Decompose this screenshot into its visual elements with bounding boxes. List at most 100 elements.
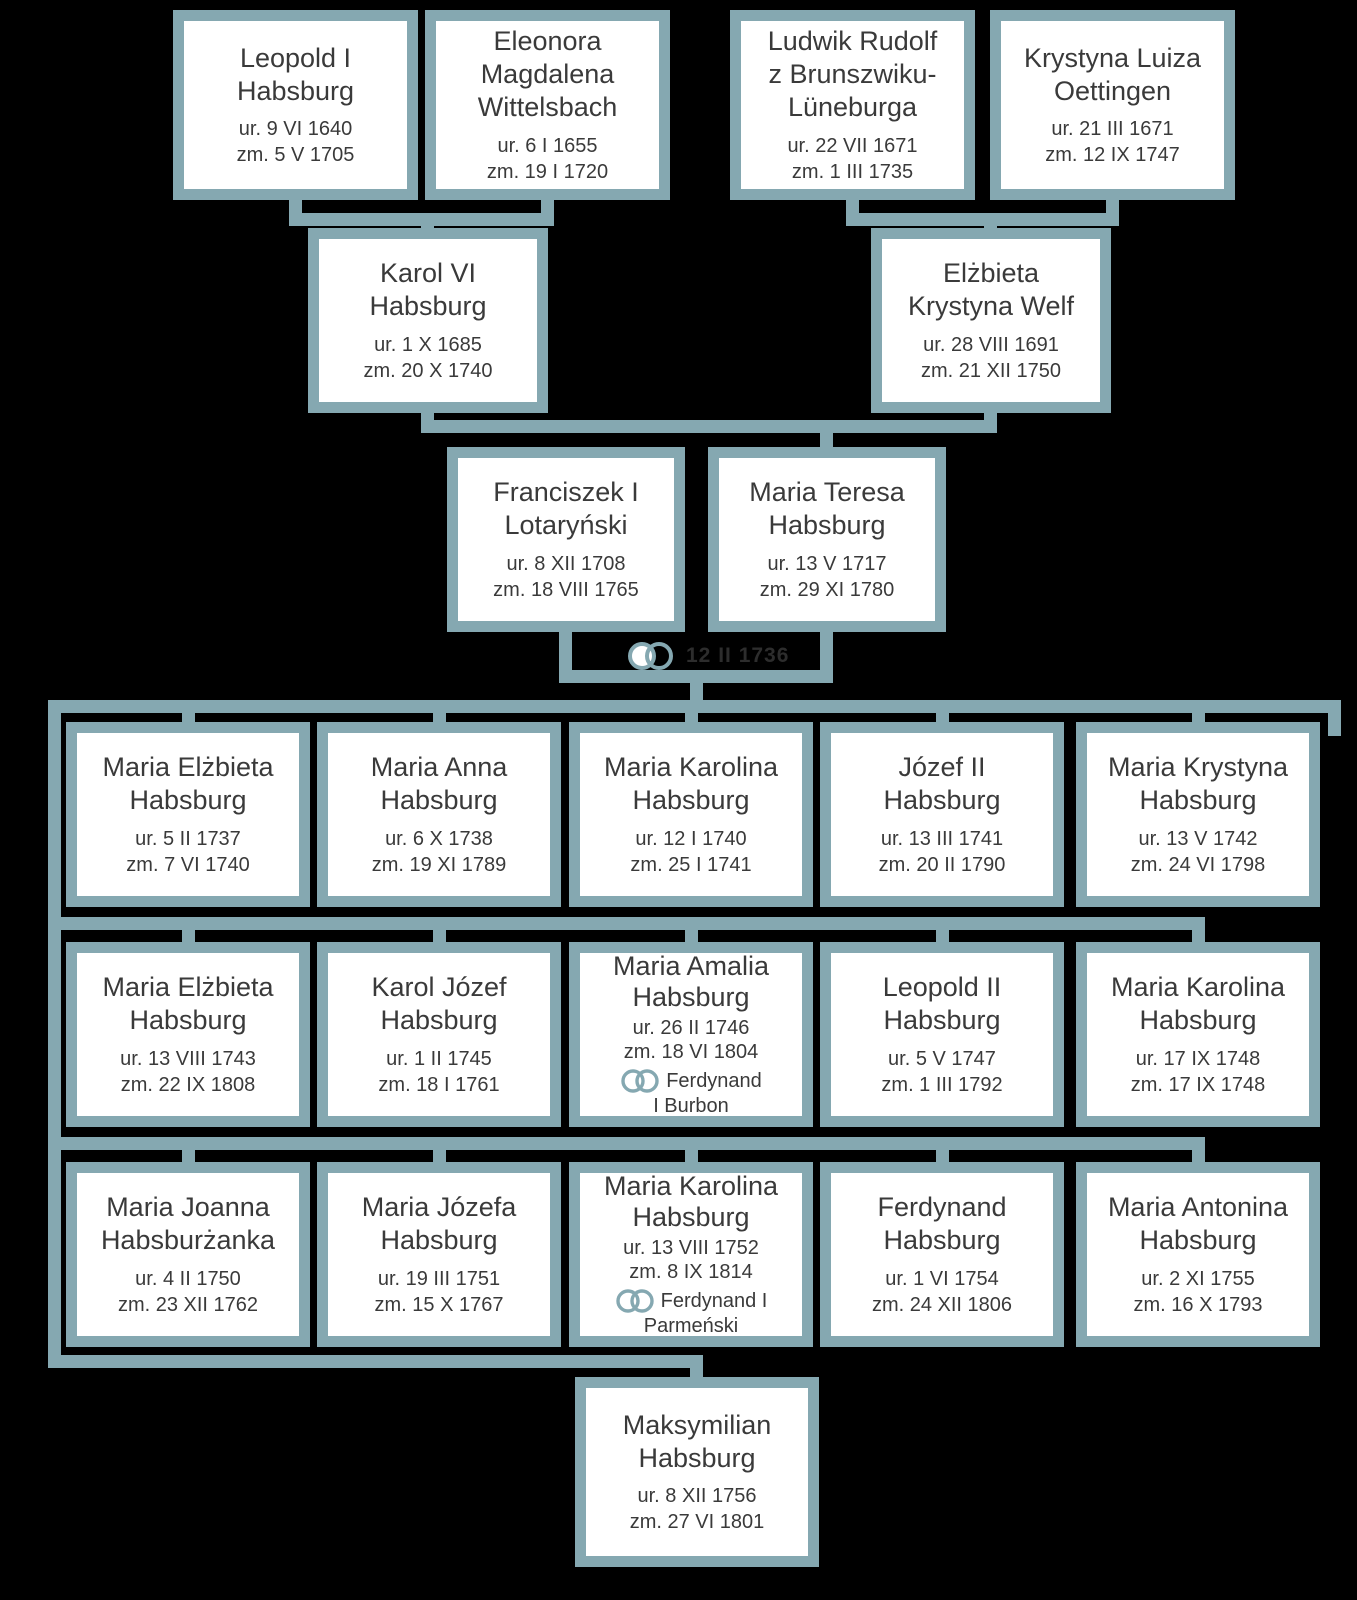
birth-date: ur. 19 III 1751 — [377, 1267, 501, 1290]
birth-date: ur. 28 VIII 1691 — [923, 333, 1059, 356]
death-date: zm. 22 IX 1808 — [120, 1073, 256, 1096]
death-date: zm. 17 IX 1748 — [1130, 1073, 1266, 1096]
birth-date: ur. 8 XII 1708 — [506, 552, 626, 575]
death-date: zm. 24 XII 1806 — [871, 1293, 1013, 1316]
death-date: zm. 1 III 1792 — [881, 1073, 1003, 1096]
death-date: zm. 29 XI 1780 — [759, 578, 895, 601]
birth-date: ur. 4 II 1750 — [135, 1267, 241, 1290]
birth-date: ur. 13 VIII 1743 — [120, 1047, 256, 1070]
marriage-annotation: 12 II 1736 — [626, 640, 789, 672]
spouse-name-line-1: Ferdynand — [620, 1068, 762, 1094]
death-date: zm. 1 III 1735 — [791, 160, 914, 183]
spouse-name: Ferdynand — [666, 1069, 762, 1092]
birth-date: ur. 1 X 1685 — [374, 333, 482, 356]
marriage-date: 12 II 1736 — [686, 644, 790, 667]
connector-line — [846, 213, 1119, 226]
death-date: zm. 15 X 1767 — [374, 1293, 504, 1316]
death-date: zm. 20 II 1790 — [878, 853, 1006, 876]
birth-date: ur. 5 V 1747 — [888, 1047, 996, 1070]
connector-line — [48, 700, 61, 1368]
marriage-rings-icon — [621, 1069, 659, 1093]
spouse-name: Ferdynand I — [660, 1289, 768, 1312]
birth-date: ur. 13 V 1742 — [1138, 827, 1258, 850]
marriage-rings-icon — [615, 1289, 654, 1313]
connector-line — [690, 670, 703, 706]
birth-date: ur. 17 IX 1748 — [1135, 1047, 1261, 1070]
death-date: zm. 12 IX 1747 — [1045, 144, 1180, 167]
person-dates: ur. 5 V 1747 zm. 1 III 1792 — [881, 1046, 1002, 1098]
connector-line — [48, 1137, 1205, 1150]
death-date: zm. 7 VI 1740 — [126, 853, 250, 876]
person-dates: ur. 19 III 1751 zm. 15 X 1767 — [375, 1266, 504, 1318]
person-dates: ur. 4 II 1750 zm. 23 XII 1762 — [118, 1266, 258, 1318]
death-date: zm. 18 VI 1804 — [623, 1041, 759, 1064]
death-date: zm. 23 XII 1762 — [117, 1293, 259, 1316]
birth-date: ur. 1 II 1745 — [386, 1047, 492, 1070]
person-dates: ur. 9 VI 1640 zm. 5 V 1705 — [237, 116, 355, 168]
death-date: zm. 19 XI 1789 — [371, 853, 507, 876]
person-dates: ur. 13 VIII 1743 zm. 22 IX 1808 — [120, 1046, 256, 1098]
death-date: zm. 27 VI 1801 — [629, 1511, 765, 1534]
death-date: zm. 21 XII 1750 — [920, 359, 1062, 382]
birth-date: ur. 5 II 1737 — [135, 827, 241, 850]
death-date: zm. 5 V 1705 — [236, 144, 355, 167]
birth-date: ur. 9 VI 1640 — [238, 118, 353, 141]
connector-line — [421, 420, 997, 433]
spouse-name-line-2: Parmeński — [643, 1314, 739, 1337]
